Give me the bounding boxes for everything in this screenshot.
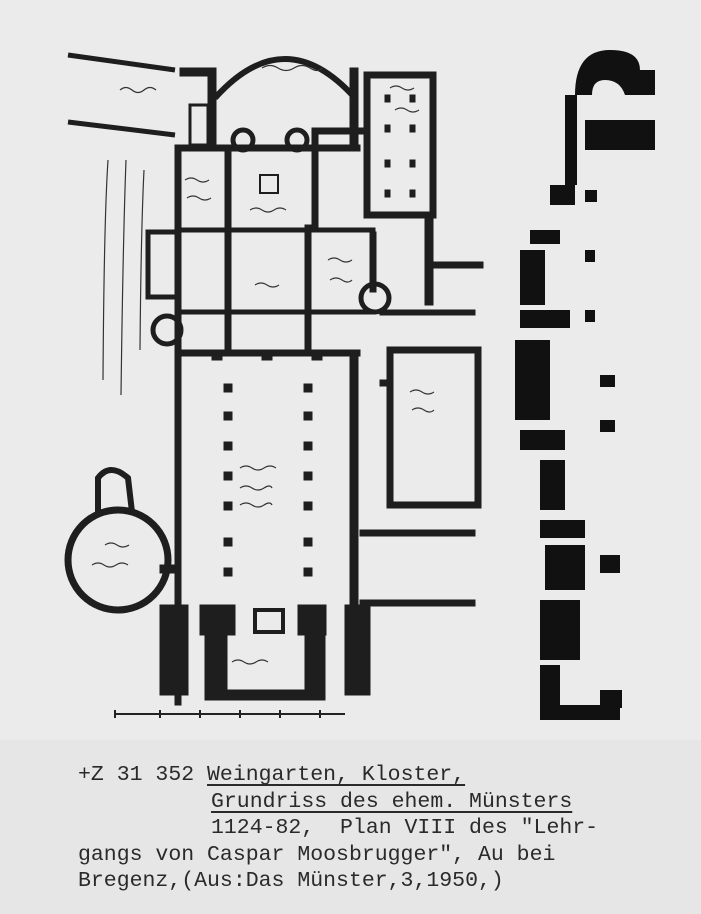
description-line-5: Bregenz,(Aus:Das Münster,3,1950,) xyxy=(78,869,504,893)
catalog-number: +Z 31 352 xyxy=(78,763,195,787)
tower-pillars xyxy=(384,94,416,198)
title-line-2: Grundriss des ehem. Münsters xyxy=(211,789,573,814)
floor-plan-drawing xyxy=(64,50,655,720)
scale-bar xyxy=(114,710,345,718)
church-plan xyxy=(64,52,484,706)
right-plan-strip xyxy=(515,50,655,720)
title-line-1: Weingarten, Kloster, xyxy=(207,763,466,787)
handwritten-annotations xyxy=(91,64,435,665)
catalog-caption: +Z 31 352 Weingarten, Kloster, Grundriss… xyxy=(78,762,598,895)
description-line-4: gangs von Caspar Moosbrugger", Au bei xyxy=(78,842,556,867)
nave-piers xyxy=(223,383,313,577)
description-line-3: 1124-82, Plan VIII des "Lehr- xyxy=(211,816,599,840)
